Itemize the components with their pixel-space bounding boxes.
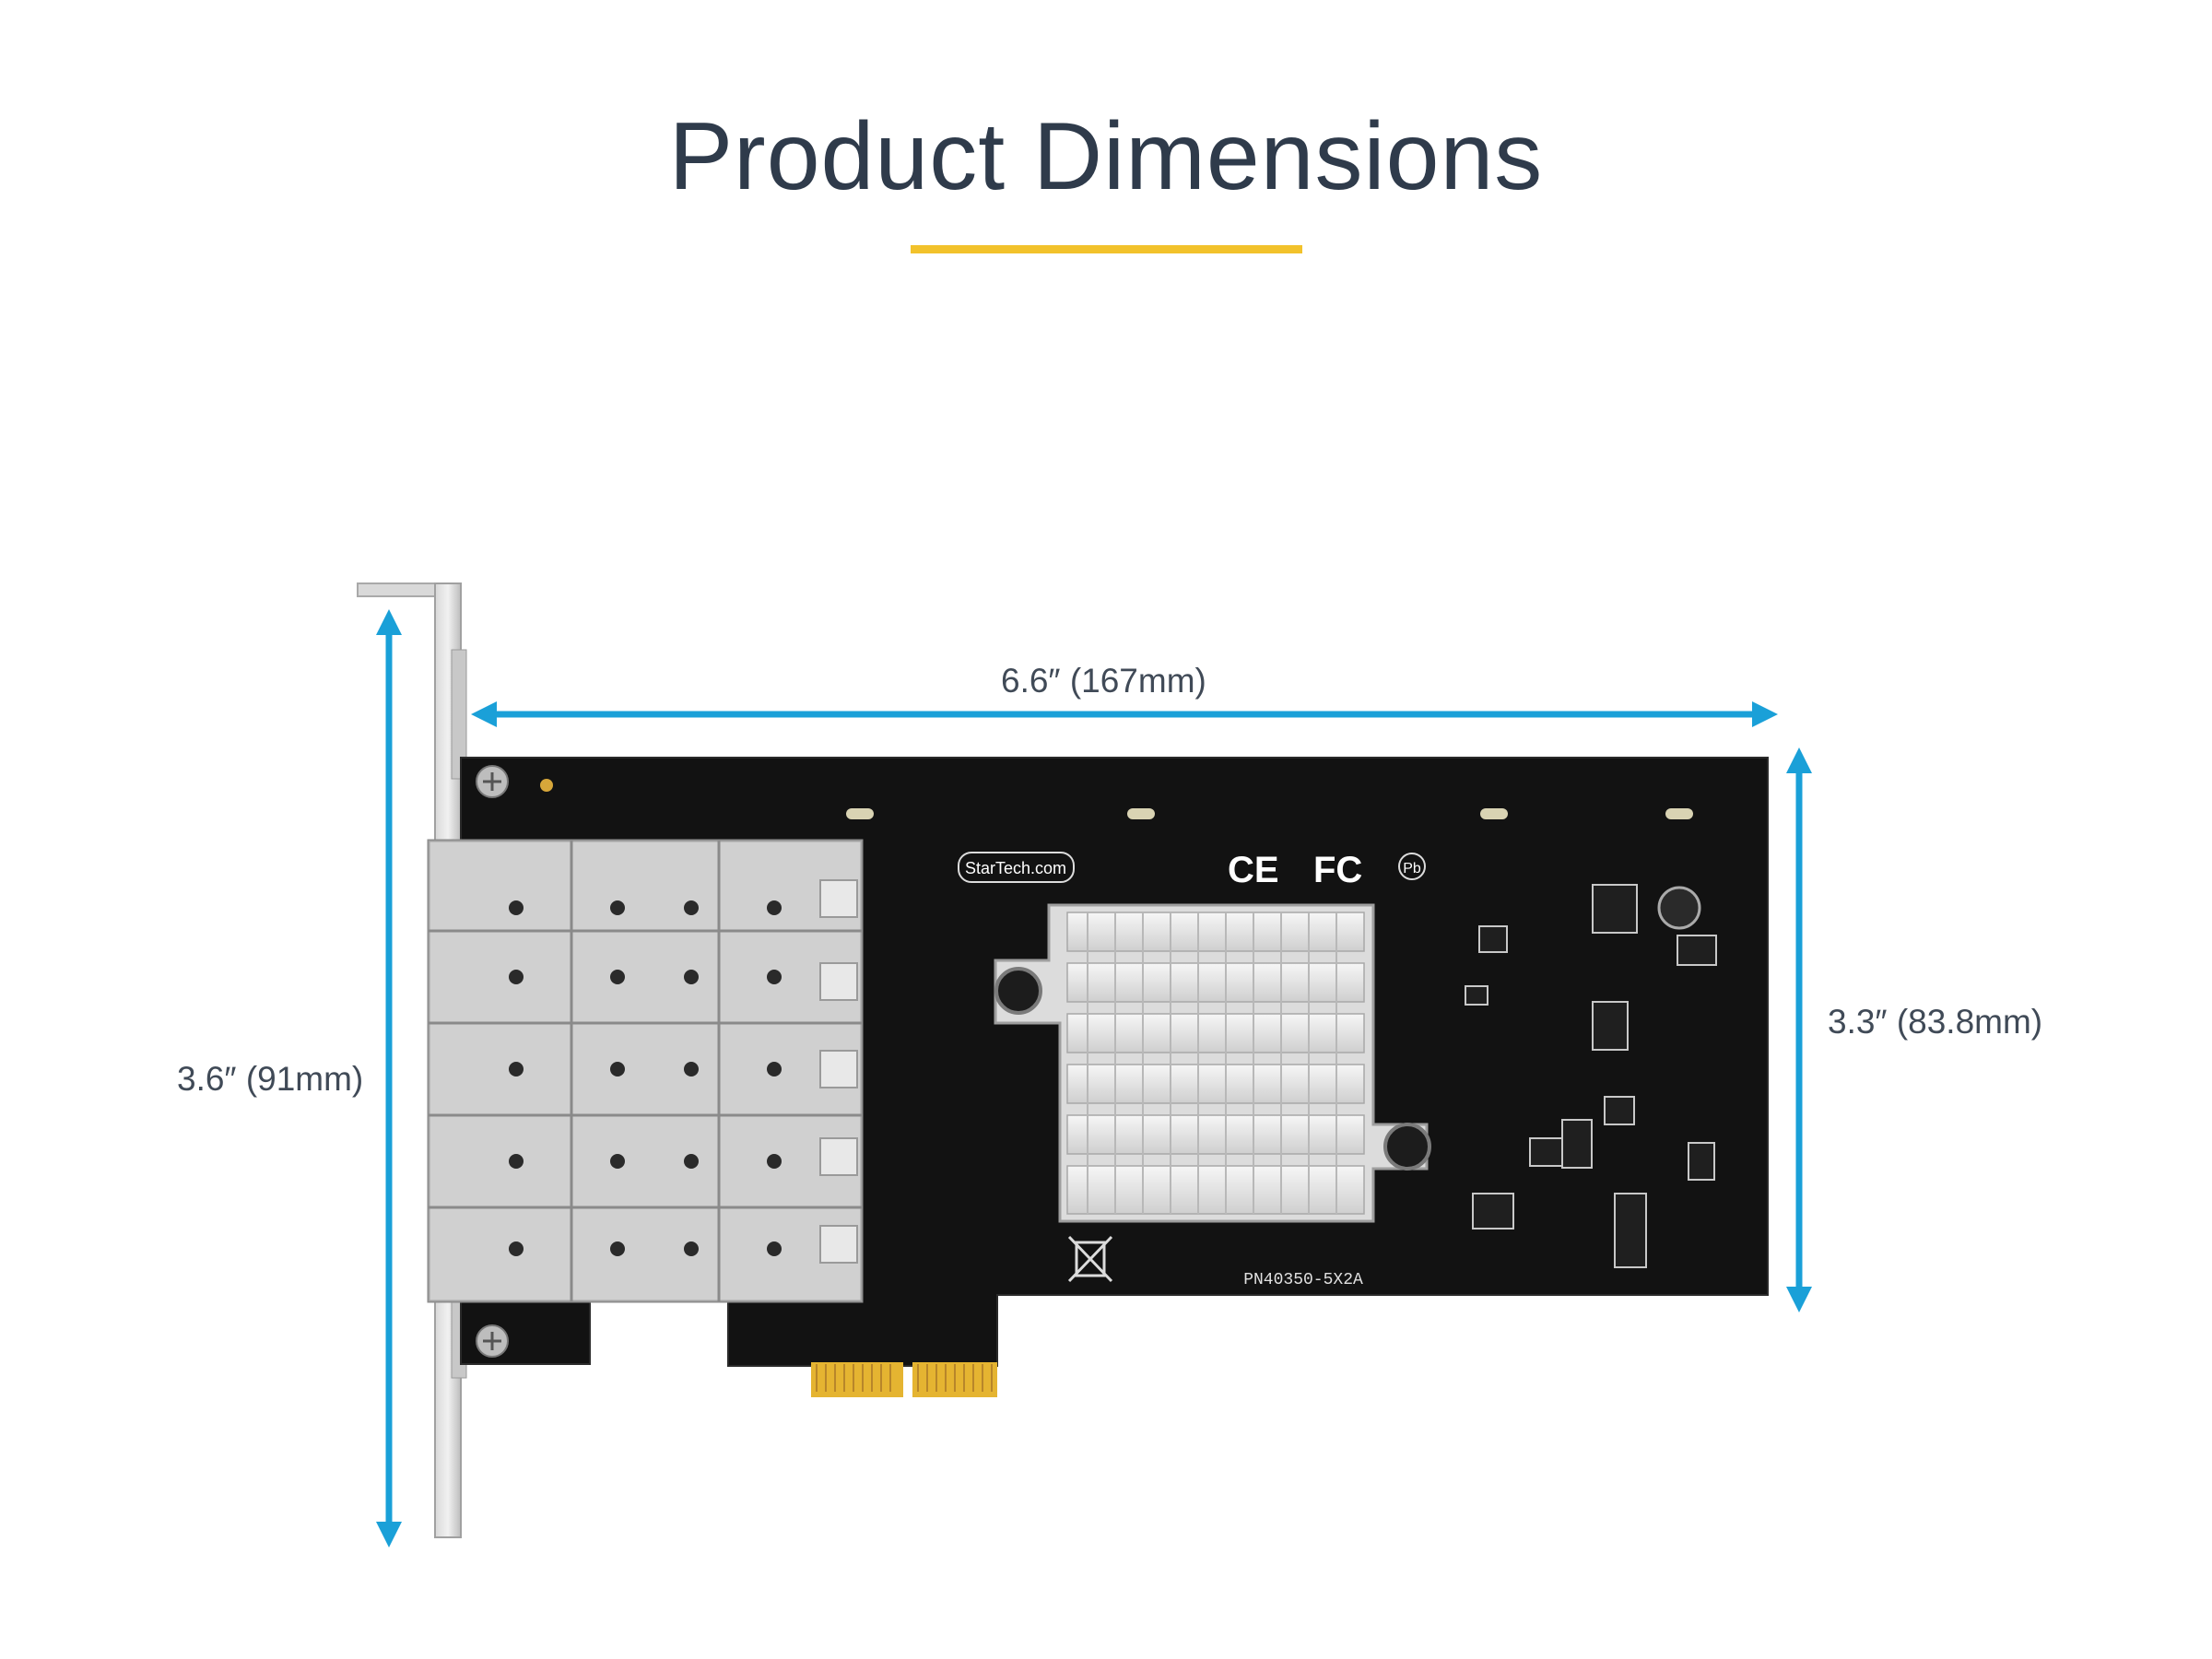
ce-mark: CE bbox=[1228, 850, 1279, 890]
part-number: PN40350-5X2A bbox=[1243, 1271, 1363, 1289]
sfp-cages bbox=[427, 839, 864, 1303]
silkscreen: StarTech.com CE FC Pb PN40350-5X2A bbox=[958, 850, 1426, 1289]
gold-fingers bbox=[811, 1362, 997, 1397]
dimension-arrows bbox=[376, 609, 1812, 1547]
heatsink-pin-right bbox=[1383, 1123, 1431, 1171]
depth-dimension-label: 3.3″ (83.8mm) bbox=[1828, 1003, 2043, 1041]
lead-free-mark: Pb bbox=[1403, 861, 1421, 877]
page-title: Product Dimensions bbox=[668, 103, 1544, 210]
width-dimension-label: 6.6″ (167mm) bbox=[1001, 662, 1206, 700]
fcc-mark: FC bbox=[1313, 850, 1362, 890]
height-dimension-label: 3.6″ (91mm) bbox=[177, 1060, 364, 1098]
brand-logo-badge bbox=[958, 852, 1075, 883]
title-underline bbox=[911, 245, 1302, 253]
weee-bin-icon bbox=[1067, 1235, 1113, 1283]
heatsink-pin-left bbox=[994, 967, 1042, 1015]
heatsink bbox=[994, 903, 1431, 1223]
pcb-components bbox=[1465, 884, 1717, 1268]
heatsink-fins bbox=[1066, 912, 1365, 1215]
brand-logo: StarTech.com bbox=[965, 859, 1066, 877]
